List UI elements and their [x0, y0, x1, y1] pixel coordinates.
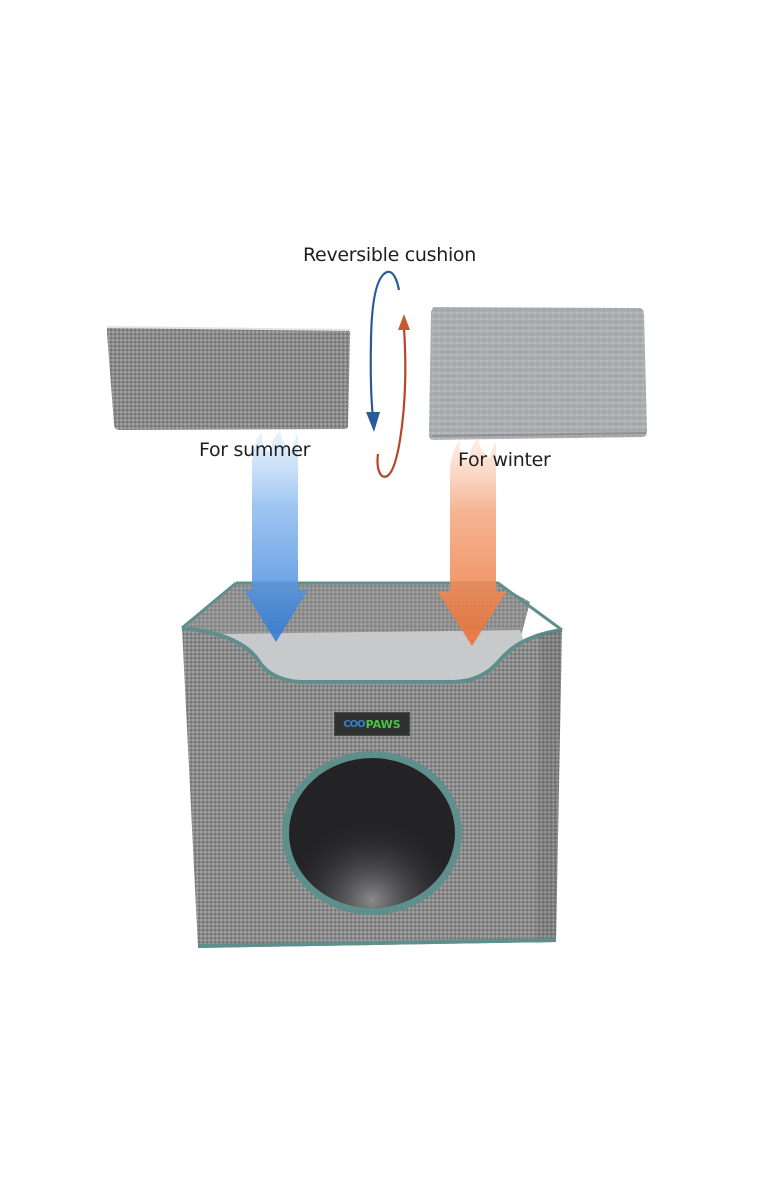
warm-air-arrow-icon	[438, 438, 506, 646]
pet-cube	[181, 581, 563, 948]
summer-label: For summer	[199, 439, 311, 461]
reversible-cushion-label: Reversible cushion	[303, 244, 477, 266]
cube-entrance	[282, 751, 462, 915]
winter-label: For winter	[458, 449, 551, 471]
cool-air-arrow-icon	[244, 430, 308, 642]
brand-logo-name: PAWS	[365, 717, 401, 731]
brand-logo: COO PAWS	[334, 712, 410, 736]
brand-logo-prefix: COO	[343, 718, 365, 730]
summer-cushion	[106, 326, 351, 430]
winter-cushion	[429, 307, 647, 440]
reverse-arrows-icon	[366, 270, 410, 478]
